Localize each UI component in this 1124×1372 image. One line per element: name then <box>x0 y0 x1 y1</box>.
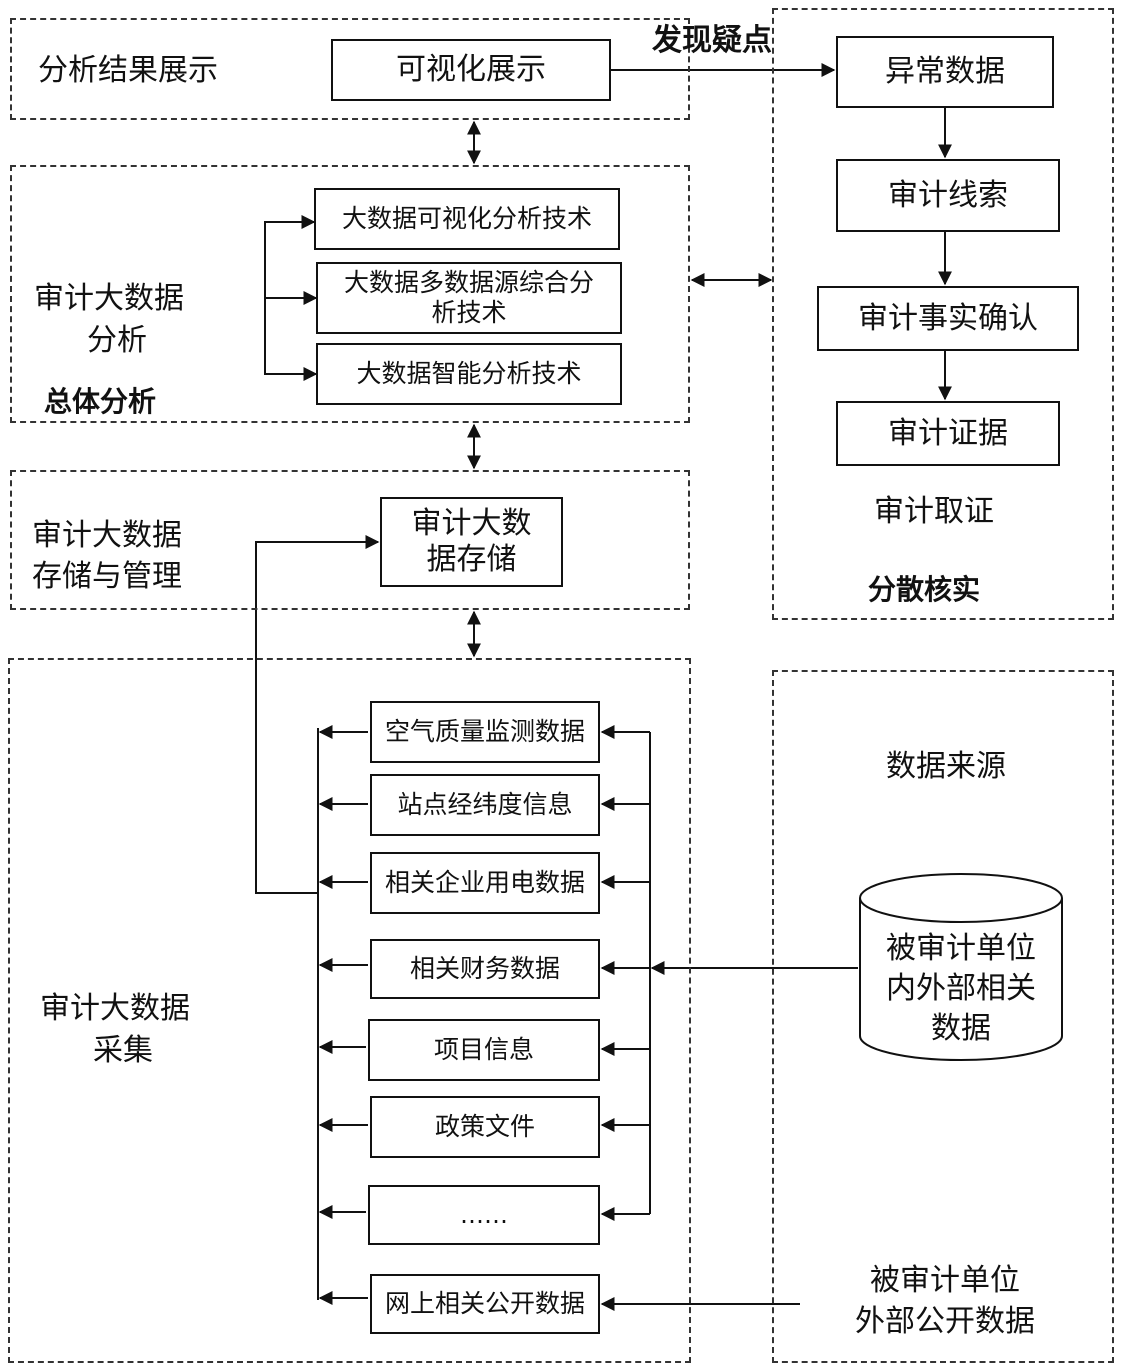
step-audit-clue[interactable]: 审计线索 <box>836 159 1060 232</box>
tech-box-intelligent-analysis[interactable]: 大数据智能分析技术 <box>316 343 622 405</box>
step-anomaly-data[interactable]: 异常数据 <box>836 36 1054 108</box>
collection-item-station-coords[interactable]: 站点经纬度信息 <box>370 774 600 836</box>
step-fact-confirmation[interactable]: 审计事实确认 <box>817 286 1079 351</box>
region-title-collection-line2: 采集 <box>93 1033 153 1068</box>
storage-box-line2: 据存储 <box>426 542 517 577</box>
region-storage <box>10 470 690 610</box>
region-title-analysis-line1: 审计大数据 <box>34 281 184 316</box>
region-title-storage-line1: 审计大数据 <box>32 518 182 553</box>
verification-subtitle: 审计取证 <box>874 494 994 529</box>
collection-item-air-quality[interactable]: 空气质量监测数据 <box>370 701 600 763</box>
collection-item-power-usage[interactable]: 相关企业用电数据 <box>370 852 600 914</box>
storage-box-line1: 审计大数 <box>411 506 532 541</box>
collection-item-policy-docs[interactable]: 政策文件 <box>370 1096 600 1158</box>
tech-box-visual-analysis-label: 大数据可视化分析技术 <box>341 204 592 233</box>
internal-source-line3: 数据 <box>931 1011 991 1046</box>
visualization-display-box[interactable]: 可视化展示 <box>331 39 611 101</box>
external-source-line2: 外部公开数据 <box>855 1304 1035 1339</box>
caption-overall-analysis: 总体分析 <box>44 385 157 418</box>
caption-scattered-verification: 分散核实 <box>868 573 981 606</box>
edge-label-discover-doubts: 发现疑点 <box>652 23 772 58</box>
data-sources-title: 数据来源 <box>886 749 1006 784</box>
tech-box-multisource-analysis[interactable]: 大数据多数据源综合分 析技术 <box>316 262 622 334</box>
tech-box-multisource-line2: 析技术 <box>431 298 507 327</box>
region-data-sources <box>772 670 1114 1363</box>
region-overall-analysis <box>10 165 690 423</box>
tech-box-visual-analysis[interactable]: 大数据可视化分析技术 <box>314 188 620 250</box>
tech-box-intelligent-analysis-label: 大数据智能分析技术 <box>356 359 582 388</box>
database-cylinder-icon <box>859 873 1063 1061</box>
internal-source-line1: 被审计单位 <box>886 931 1036 966</box>
region-verification <box>772 8 1114 620</box>
region-title-result-display: 分析结果展示 <box>38 53 218 88</box>
step-audit-evidence[interactable]: 审计证据 <box>836 401 1060 466</box>
region-title-storage-line2: 存储与管理 <box>32 559 182 594</box>
collection-item-project-info[interactable]: 项目信息 <box>368 1019 600 1081</box>
region-title-analysis-line2: 分析 <box>87 323 147 358</box>
region-collection <box>8 658 691 1363</box>
collection-item-public-online[interactable]: 网上相关公开数据 <box>370 1274 600 1334</box>
external-source-line1: 被审计单位 <box>870 1263 1020 1298</box>
edge-collection-to-storage <box>255 535 380 894</box>
region-result-display <box>10 18 690 120</box>
internal-source-line2: 内外部相关 <box>886 971 1036 1006</box>
region-title-collection-line1: 审计大数据 <box>40 991 190 1026</box>
tech-box-multisource-line1: 大数据多数据源综合分 <box>343 268 594 297</box>
collection-item-financial[interactable]: 相关财务数据 <box>370 939 600 999</box>
collection-item-ellipsis[interactable]: …… <box>368 1185 600 1245</box>
big-data-storage-box[interactable]: 审计大数 据存储 <box>380 497 563 587</box>
